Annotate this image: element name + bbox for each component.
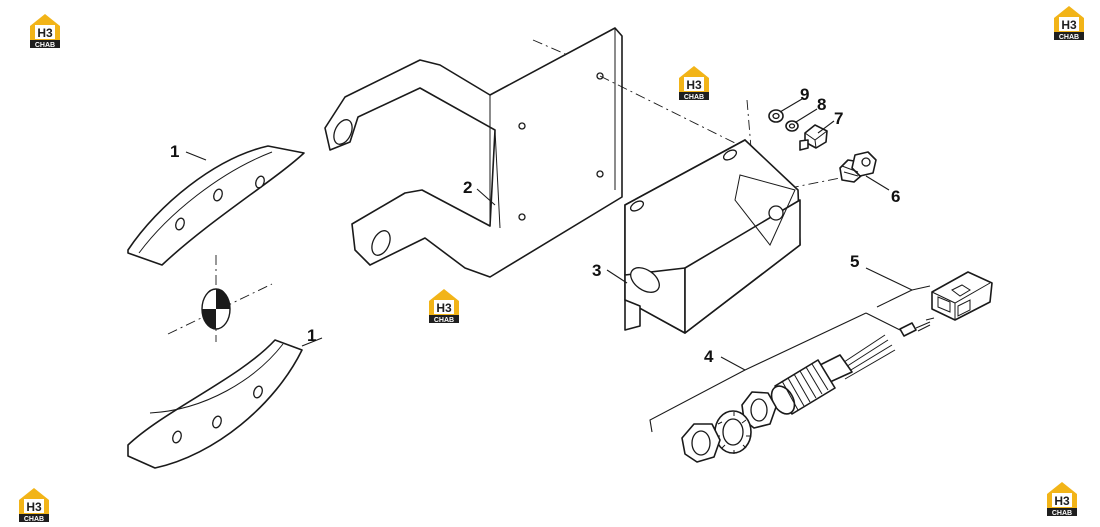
- part-8-lock-washer: [785, 120, 799, 132]
- logo-mark-text: H3: [1061, 18, 1077, 32]
- callout-7: 7: [834, 109, 843, 128]
- part-2-mounting-bracket: [324, 27, 623, 278]
- callout-1-upper: 1: [170, 142, 179, 161]
- logo-mark-text: H3: [26, 500, 42, 514]
- part-5-connector: [931, 271, 993, 321]
- callout-6: 6: [891, 187, 900, 206]
- callout-5: 5: [850, 252, 859, 271]
- logo-word-text: CHAB: [1059, 34, 1079, 41]
- part-1-upper-arc-segment: [127, 145, 305, 266]
- callout-3: 3: [592, 261, 601, 280]
- part-6-cable-gland: [839, 151, 877, 183]
- callout-labels: 1 1 2 3 4 5 6 7 8 9: [170, 85, 900, 366]
- assembly-centerline-upper: [599, 75, 746, 149]
- logo-word-text: CHAB: [684, 94, 704, 101]
- callout-8: 8: [817, 95, 826, 114]
- callout-9: 9: [800, 85, 809, 104]
- leader-lines: [185, 98, 931, 433]
- part-4-lock-washer: [714, 410, 752, 454]
- logo-word-text: CHAB: [1052, 510, 1072, 517]
- callout-2: 2: [463, 178, 472, 197]
- center-symbol: [167, 255, 273, 342]
- logo-mark-text: H3: [686, 78, 702, 92]
- logo-word-text: CHAB: [434, 317, 454, 324]
- logo-mark-text: H3: [37, 26, 53, 40]
- logo-mark-text: H3: [1054, 494, 1070, 508]
- part-4-proximity-sensor: [770, 334, 896, 415]
- callout-4: 4: [704, 347, 714, 366]
- part-5-terminal: [899, 317, 935, 337]
- logo-mark-text: H3: [436, 301, 452, 315]
- part-9-washer: [768, 109, 784, 123]
- part-1-lower-arc-segment: [127, 339, 303, 469]
- part-3-sensor-housing: [624, 139, 801, 334]
- part-4-hex-nut-front: [681, 423, 721, 463]
- logo-word-text: CHAB: [35, 42, 55, 49]
- logo-word-text: CHAB: [24, 516, 44, 523]
- callout-1-lower: 1: [307, 326, 316, 345]
